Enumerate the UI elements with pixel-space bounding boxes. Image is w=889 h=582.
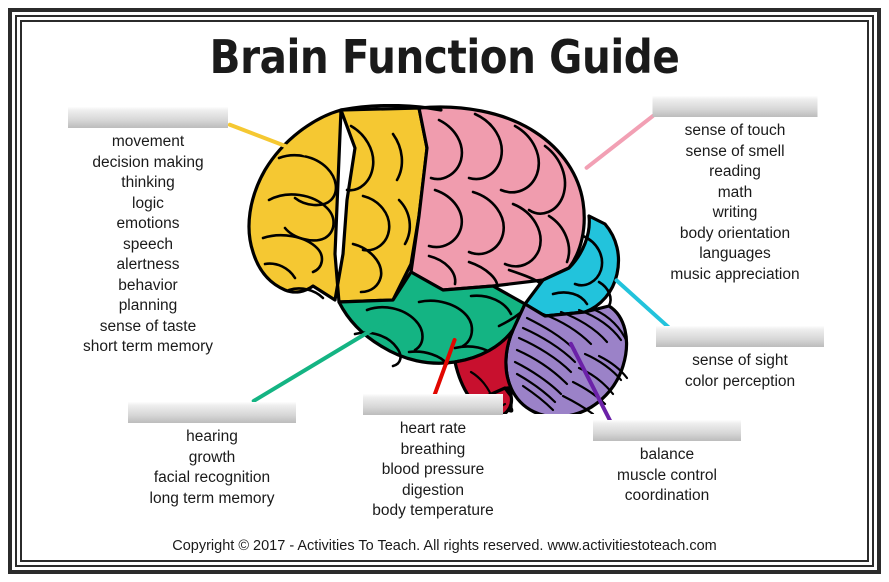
parietal-item: reading <box>709 163 761 180</box>
label-block-temporal: TEMPORAL LOBE hearing growth facial reco… <box>112 402 312 509</box>
frontal-item: speech <box>123 235 173 253</box>
temporal-item: facial recognition <box>153 469 271 486</box>
brain-region-frontal <box>247 106 429 304</box>
parietal-item: languages <box>699 245 771 262</box>
brain-stem-item: digestion <box>401 481 465 499</box>
frontal-item: thinking <box>121 174 175 191</box>
page-title: Brain Function Guide <box>209 30 680 84</box>
brain-stem-item: breathing <box>400 440 466 458</box>
parietal-item: music appreciation <box>670 265 800 283</box>
frontal-item: decision making <box>92 153 204 171</box>
cerebellum-item: muscle control <box>617 466 717 484</box>
brain-stem-heading: BRAIN STEM <box>382 400 484 417</box>
label-block-cerebellum: CEREBELLUM balance muscle control coordi… <box>567 420 767 507</box>
frontal-item: behavior <box>118 276 178 294</box>
temporal-item: growth <box>188 448 236 466</box>
frontal-item: short term memory <box>82 338 214 355</box>
occipital-item: color perception <box>684 372 796 390</box>
brain-stem-item: blood pressure <box>381 461 485 478</box>
cerebellum-heading: CEREBELLUM <box>611 426 723 443</box>
label-block-brain-stem: BRAIN STEM heart rate breathing blood pr… <box>333 394 533 522</box>
parietal-heading-wrap: PARIETAL LOBE <box>635 96 835 121</box>
frontal-item: logic <box>132 194 164 212</box>
occipital-heading-wrap: OCCIPITAL LOBE <box>640 326 840 351</box>
frontal-item: emotions <box>116 215 180 232</box>
brain-stem-item: heart rate <box>399 420 467 437</box>
label-block-occipital: OCCIPITAL LOBE sense of sight color perc… <box>640 326 840 392</box>
label-block-frontal: FRONTAL LOBE movement decision making th… <box>48 107 248 358</box>
temporal-heading-wrap: TEMPORAL LOBE <box>112 402 312 427</box>
label-block-parietal: PARIETAL LOBE sense of touch sense of sm… <box>635 96 835 285</box>
occipital-heading: OCCIPITAL LOBE <box>672 332 808 349</box>
brain-diagram <box>247 104 629 414</box>
temporal-heading: TEMPORAL LOBE <box>142 408 282 425</box>
frontal-item: alertness <box>116 256 180 273</box>
copyright-footer: Copyright © 2017 - Activities To Teach. … <box>172 538 717 554</box>
cerebellum-item: balance <box>639 446 695 463</box>
parietal-item: sense of smell <box>685 142 785 160</box>
cerebellum-heading-wrap: CEREBELLUM <box>567 420 767 445</box>
parietal-item: sense of touch <box>684 122 786 139</box>
occipital-item: sense of sight <box>692 352 788 369</box>
temporal-item: hearing <box>186 428 238 445</box>
frontal-item: planning <box>118 297 178 314</box>
frontal-item: movement <box>111 133 185 150</box>
frontal-item: sense of taste <box>99 317 197 335</box>
frontal-heading: FRONTAL LOBE <box>85 113 211 130</box>
cerebellum-item: coordination <box>624 487 710 504</box>
brain-stem-item: body temperature <box>372 502 494 519</box>
parietal-heading: PARIETAL LOBE <box>671 102 799 119</box>
parietal-item: body orientation <box>679 224 791 242</box>
temporal-item: long term memory <box>149 489 275 507</box>
parietal-item: math <box>717 183 753 201</box>
frontal-heading-wrap: FRONTAL LOBE <box>48 107 248 132</box>
parietal-item: writing <box>712 204 758 221</box>
brain-stem-heading-wrap: BRAIN STEM <box>333 394 533 419</box>
